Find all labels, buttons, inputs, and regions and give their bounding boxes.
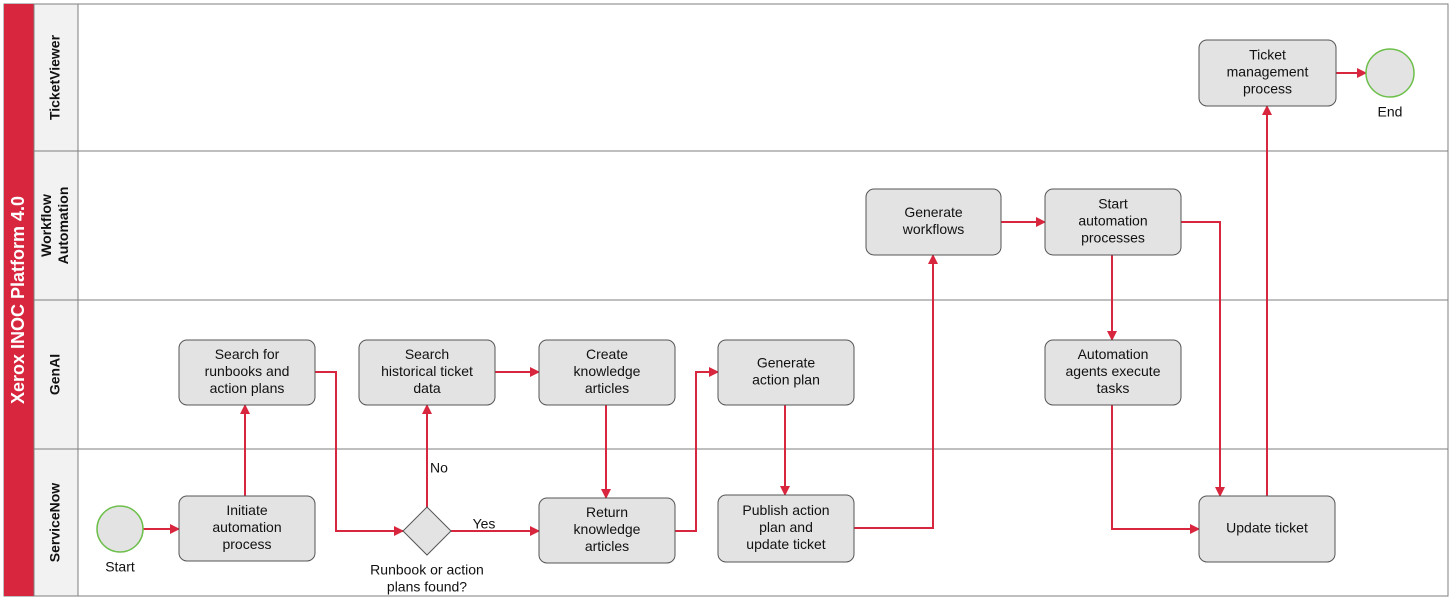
task-label-return-kb: knowledge xyxy=(574,521,641,537)
task-search-hist xyxy=(358,339,496,406)
task-label-start-auto: automation xyxy=(1078,213,1147,229)
task-label-gen-wf: workflows xyxy=(902,221,964,237)
task-agents xyxy=(1044,339,1182,406)
task-label-return-kb: articles xyxy=(585,538,629,554)
task-label-search-runbooks: action plans xyxy=(210,380,285,396)
task-label-ticket-mgmt: Ticket xyxy=(1249,47,1286,63)
task-label-create-kb: knowledge xyxy=(574,363,641,379)
task-label-agents: agents execute xyxy=(1066,363,1161,379)
task-start-auto xyxy=(1044,188,1182,256)
task-gen-wf xyxy=(865,188,1002,256)
lane-header-ticketviewer xyxy=(33,3,79,152)
lane-label-ticketviewer: TicketViewer xyxy=(47,34,63,120)
task-ticket-mgmt xyxy=(1198,39,1337,107)
task-label-start-auto: Start xyxy=(1098,196,1128,212)
start-event-label: Start xyxy=(105,559,135,575)
task-label-search-hist: Search xyxy=(405,346,449,362)
task-label-agents: tasks xyxy=(1097,380,1130,396)
pool-title-band xyxy=(4,4,34,596)
edge-agents-to-update xyxy=(1111,405,1200,534)
edge-label-yes: Yes xyxy=(473,516,496,532)
decision-gateway xyxy=(402,506,452,556)
task-label-return-kb: Return xyxy=(586,504,628,520)
task-label-create-kb: articles xyxy=(585,380,629,396)
decision-label: Runbook or action xyxy=(370,562,484,578)
task-label-search-runbooks: Search for xyxy=(215,346,280,362)
lane-header-servicenow xyxy=(33,448,79,597)
lane-label-genai: GenAI xyxy=(47,354,63,395)
task-publish xyxy=(717,494,855,563)
edge-publish-to-gen_wf xyxy=(854,254,938,529)
task-label-ticket-mgmt: management xyxy=(1227,64,1309,80)
task-label-agents: Automation xyxy=(1078,346,1149,362)
edge-search_runbooks-to-decision xyxy=(315,371,404,536)
lane-label-workflow: Workflow xyxy=(38,194,54,257)
task-label-publish: update ticket xyxy=(746,536,825,552)
task-label-search-hist: historical ticket xyxy=(381,363,473,379)
task-label-gen-plan: Generate xyxy=(757,355,816,371)
lane-label-workflow: Automation xyxy=(55,187,71,265)
task-label-gen-wf: Generate xyxy=(904,204,963,220)
task-search-runbooks xyxy=(178,339,316,406)
edge-start_auto-to-update xyxy=(1181,221,1225,497)
edge-return_kb-to-gen_plan xyxy=(675,367,719,532)
end-event xyxy=(1365,48,1415,98)
task-create-kb xyxy=(538,339,676,406)
task-label-initiate: process xyxy=(222,536,271,552)
lane-label-servicenow: ServiceNow xyxy=(47,483,63,562)
task-label-update: Update ticket xyxy=(1226,520,1308,536)
task-label-publish: plan and xyxy=(759,519,813,535)
task-return-kb xyxy=(538,497,676,564)
task-label-gen-plan: action plan xyxy=(752,372,820,388)
start-event xyxy=(96,505,144,553)
task-label-search-runbooks: runbooks and xyxy=(205,363,290,379)
task-label-publish: Publish action xyxy=(742,502,829,518)
end-event-label: End xyxy=(1378,104,1403,120)
task-label-search-hist: data xyxy=(413,380,440,396)
lane-servicenow xyxy=(77,448,1449,597)
task-label-start-auto: processes xyxy=(1081,230,1145,246)
task-label-initiate: automation xyxy=(212,519,281,535)
task-label-initiate: Initiate xyxy=(226,502,267,518)
task-label-create-kb: Create xyxy=(586,346,628,362)
decision-label: plans found? xyxy=(387,579,467,595)
task-gen-plan xyxy=(717,339,855,406)
task-update xyxy=(1198,495,1336,563)
lane-header-workflow xyxy=(33,150,79,301)
task-initiate xyxy=(178,495,316,562)
pool-title: Xerox INOC Platform 4.0 xyxy=(8,196,28,404)
edge-label-no: No xyxy=(430,460,448,476)
task-label-ticket-mgmt: process xyxy=(1243,81,1292,97)
